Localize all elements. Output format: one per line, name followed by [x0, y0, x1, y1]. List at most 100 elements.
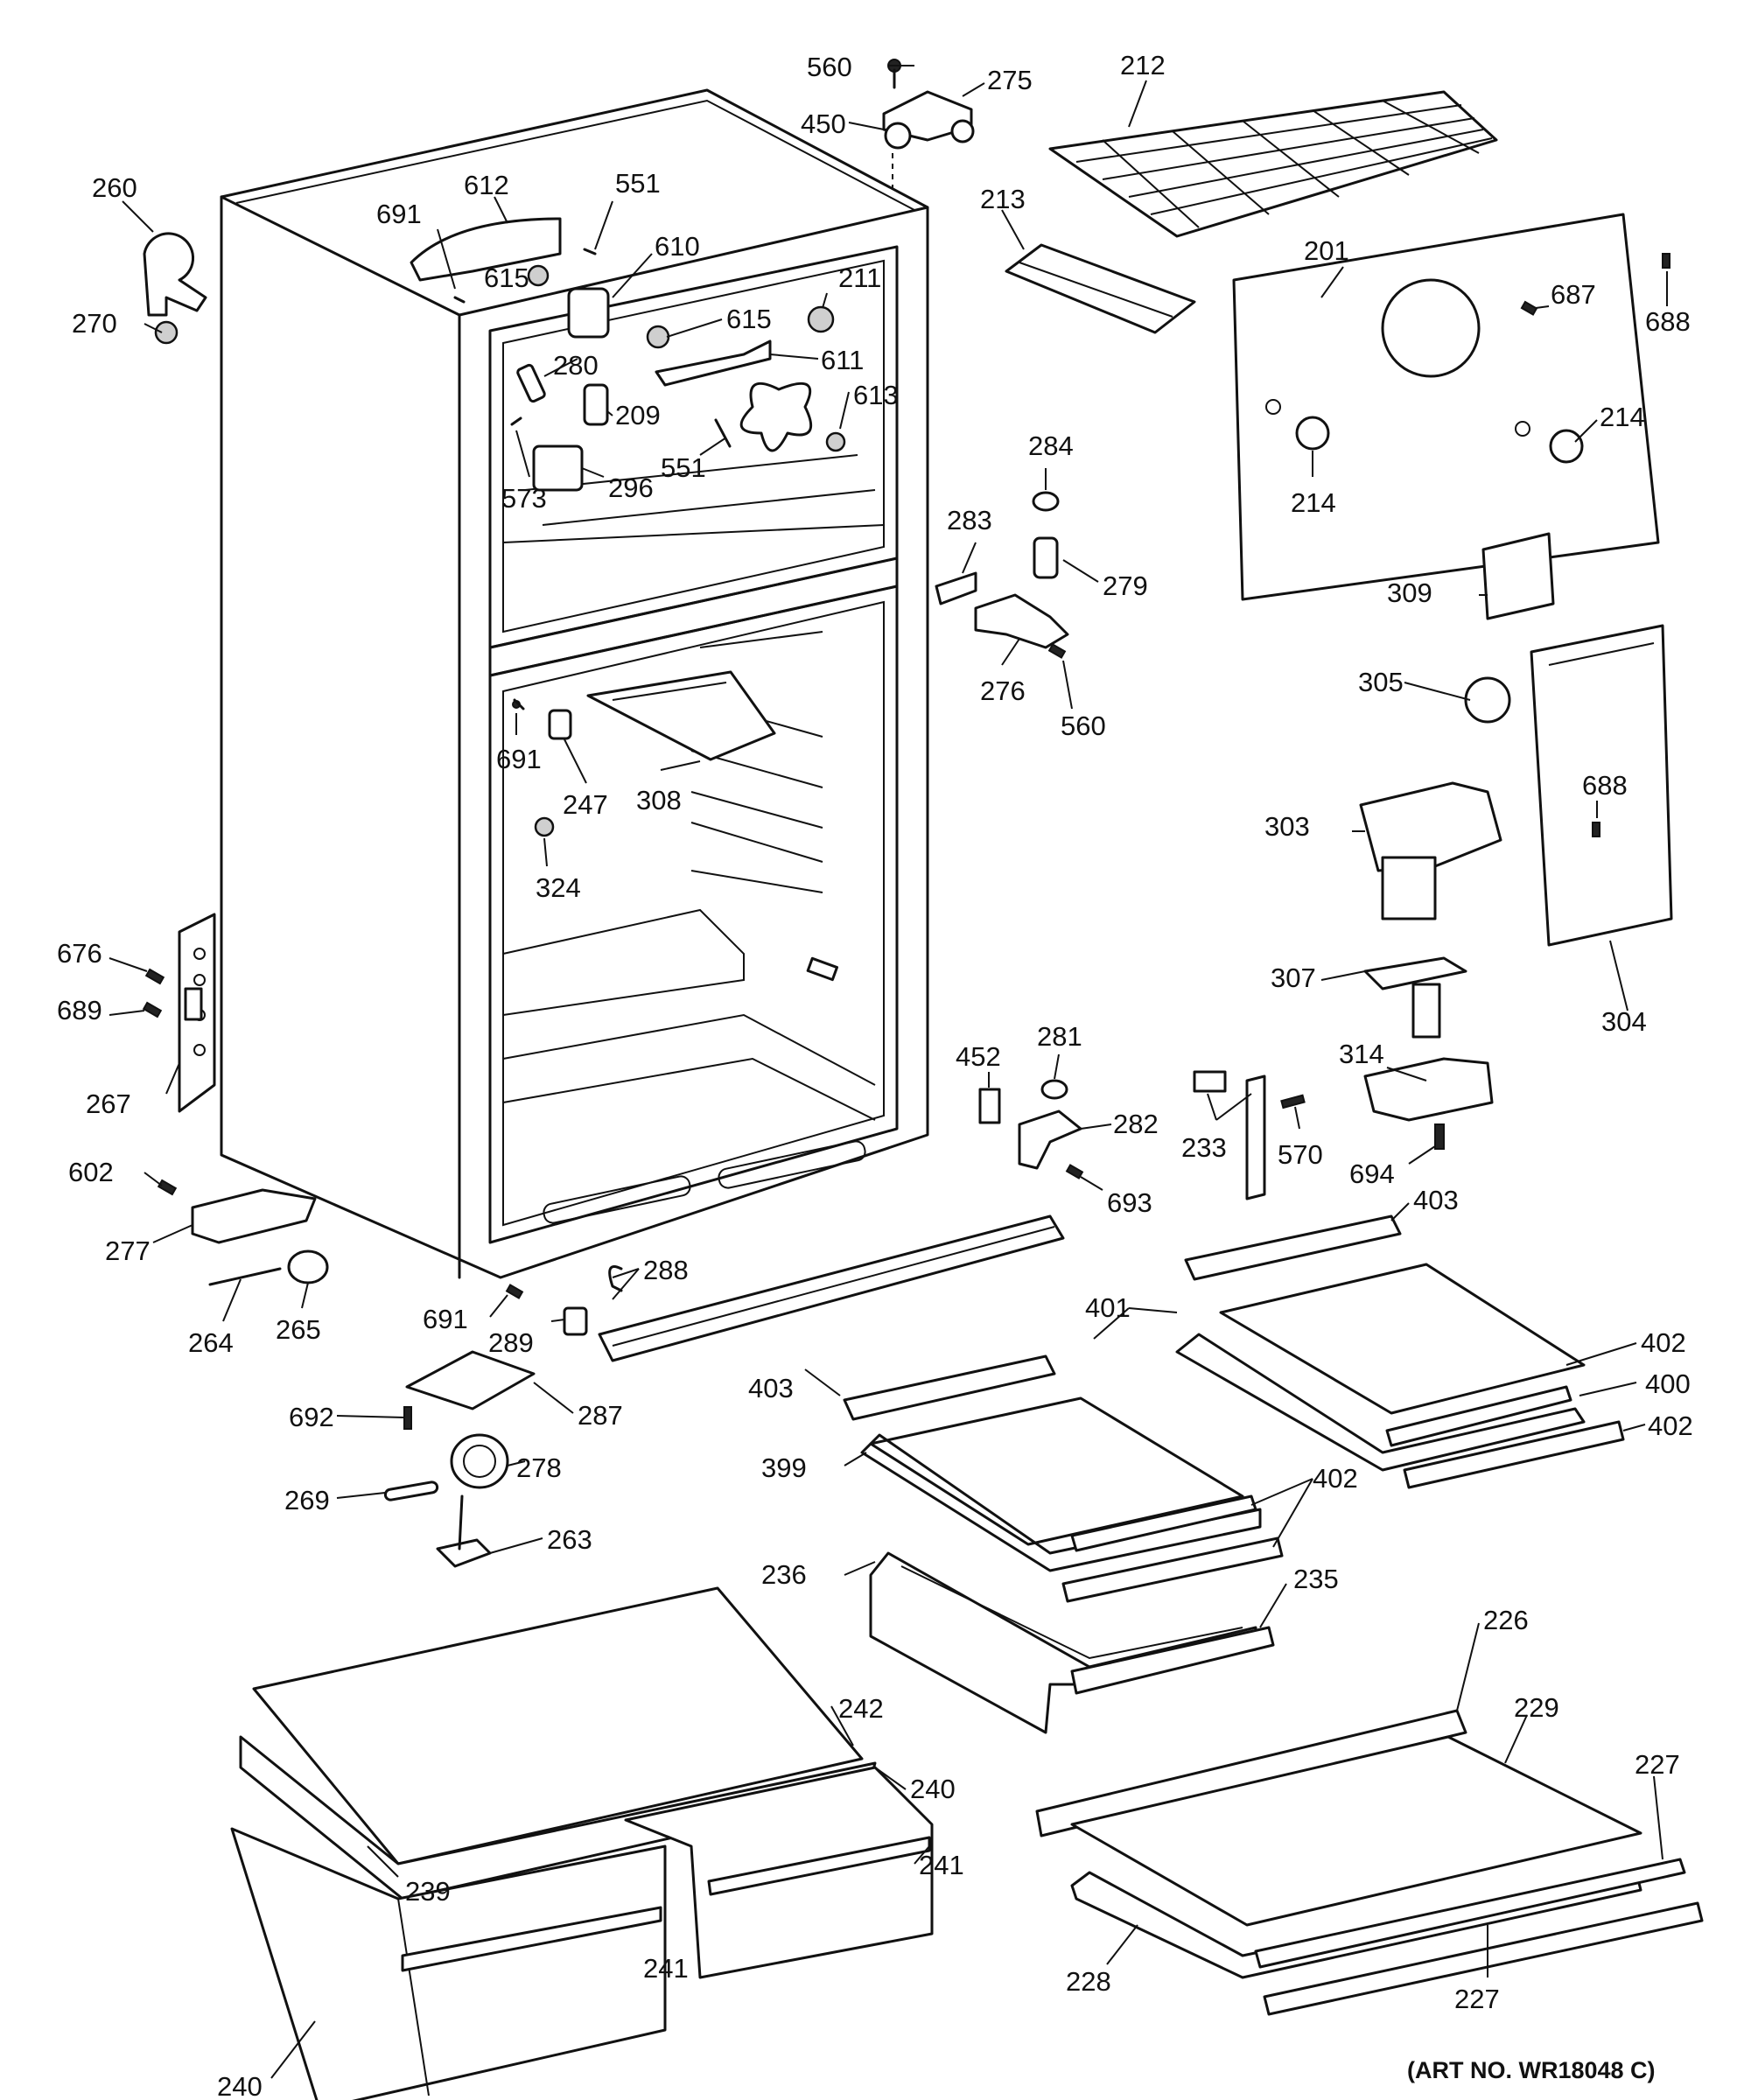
- callout-267: 267: [86, 1088, 131, 1119]
- frame-400: [1175, 1333, 1586, 1472]
- cover-201: [1232, 213, 1670, 601]
- handle-241-left: [401, 1906, 662, 1972]
- callout-283: 283: [947, 505, 992, 536]
- callout-281: 281: [1037, 1021, 1082, 1052]
- cabinet-body: [220, 88, 929, 1279]
- glass-shelf-229: [1070, 1735, 1642, 1927]
- callout-229: 229: [1514, 1692, 1559, 1723]
- trim-402-left-top: [1070, 1494, 1257, 1552]
- callout-235: 235: [1293, 1564, 1339, 1594]
- screw-694: [1434, 1124, 1445, 1150]
- callout-560: 560: [807, 52, 852, 82]
- shelf-assemblies: [843, 1214, 1704, 2016]
- callout-676: 676: [57, 938, 102, 969]
- part-615-bushing: [527, 264, 550, 287]
- callout-602: 602: [68, 1157, 114, 1187]
- callout-236: 236: [761, 1559, 807, 1590]
- callout-402: 402: [1648, 1410, 1693, 1441]
- callout-228: 228: [1066, 1966, 1111, 1997]
- knob-214-left: [1295, 416, 1330, 451]
- callout-269: 269: [284, 1485, 330, 1516]
- callout-265: 265: [276, 1314, 321, 1345]
- callout-309: 309: [1387, 578, 1432, 608]
- callout-450: 450: [801, 108, 846, 139]
- callout-615: 615: [726, 304, 772, 334]
- callout-260: 260: [92, 172, 137, 203]
- callout-233: 233: [1181, 1132, 1227, 1163]
- callout-227: 227: [1454, 1984, 1500, 2014]
- callout-279: 279: [1103, 570, 1148, 601]
- trim-227-top: [1254, 1858, 1686, 1969]
- rod-264: [208, 1267, 282, 1286]
- part-283: [935, 571, 977, 606]
- callout-610: 610: [655, 231, 700, 262]
- callout-691: 691: [423, 1304, 468, 1334]
- callout-615: 615: [484, 262, 529, 293]
- callout-692: 692: [289, 1402, 334, 1432]
- wire-shelf-212: [1048, 90, 1498, 238]
- fresh-food-components: [512, 670, 838, 982]
- pin-269: [383, 1480, 439, 1502]
- callout-551: 551: [661, 452, 706, 483]
- trim-226: [1035, 1709, 1467, 1838]
- roller-265: [287, 1250, 329, 1284]
- screw-692: [403, 1406, 412, 1430]
- rail-233: [1245, 1074, 1266, 1200]
- callout-400: 400: [1645, 1368, 1691, 1399]
- ice-tray-213: [1005, 243, 1196, 334]
- part-314: [1363, 1057, 1494, 1122]
- fan-blade-613: [739, 382, 813, 452]
- screw-560-mid: [1047, 643, 1067, 659]
- callout-314: 314: [1339, 1039, 1384, 1069]
- callout-264: 264: [188, 1327, 234, 1358]
- callout-288: 288: [643, 1255, 689, 1285]
- callout-247: 247: [563, 789, 608, 820]
- callout-labels: 560 275 212 450 260 612 551 691 610 213 …: [57, 50, 1693, 2100]
- hinge-282: [1018, 1110, 1082, 1170]
- screw-687: [1520, 300, 1538, 316]
- trim-403-left: [843, 1354, 1056, 1421]
- callout-214: 214: [1291, 487, 1336, 518]
- callout-452: 452: [956, 1041, 1001, 1072]
- callout-213: 213: [980, 184, 1026, 214]
- callout-613: 613: [853, 380, 899, 410]
- callout-277: 277: [105, 1236, 151, 1266]
- callout-214: 214: [1600, 402, 1645, 432]
- plate-287: [405, 1350, 536, 1410]
- trim-402-left-bottom: [1061, 1536, 1284, 1603]
- callout-242: 242: [838, 1693, 884, 1724]
- trim-235: [1070, 1626, 1275, 1695]
- panel-304: [1530, 624, 1673, 947]
- screw-570: [1280, 1094, 1306, 1110]
- knob-214-right: [1549, 429, 1584, 464]
- trim-402-right-bottom: [1403, 1420, 1625, 1489]
- callout-282: 282: [1113, 1109, 1159, 1139]
- callout-241: 241: [643, 1953, 689, 1984]
- callout-693: 693: [1107, 1187, 1152, 1218]
- callout-240: 240: [910, 1774, 956, 1804]
- drawer-240-left: [230, 1827, 667, 2100]
- trim-227-bottom: [1263, 1901, 1704, 2016]
- callout-688: 688: [1645, 306, 1691, 337]
- part-324: [534, 816, 555, 837]
- screw-676: [144, 968, 165, 985]
- callout-303: 303: [1264, 811, 1310, 842]
- leader-lines: [109, 65, 1668, 2079]
- handle-241-right: [707, 1836, 931, 1896]
- trim-402-right-top: [1385, 1385, 1572, 1447]
- callout-691: 691: [496, 744, 542, 774]
- part-260-valve: [143, 232, 207, 317]
- part-452: [978, 1088, 1001, 1124]
- screw-691-bottom: [505, 1284, 524, 1299]
- callout-399: 399: [761, 1452, 807, 1483]
- callout-276: 276: [980, 676, 1026, 706]
- callout-304: 304: [1601, 1006, 1647, 1037]
- label-309: [1481, 532, 1555, 620]
- callout-209: 209: [615, 400, 661, 430]
- bracket-parts-lower: [978, 1070, 1306, 1200]
- callout-239: 239: [405, 1876, 451, 1907]
- screw-693: [1065, 1164, 1084, 1180]
- part-209-sensor: [583, 383, 609, 426]
- callout-275: 275: [987, 65, 1033, 95]
